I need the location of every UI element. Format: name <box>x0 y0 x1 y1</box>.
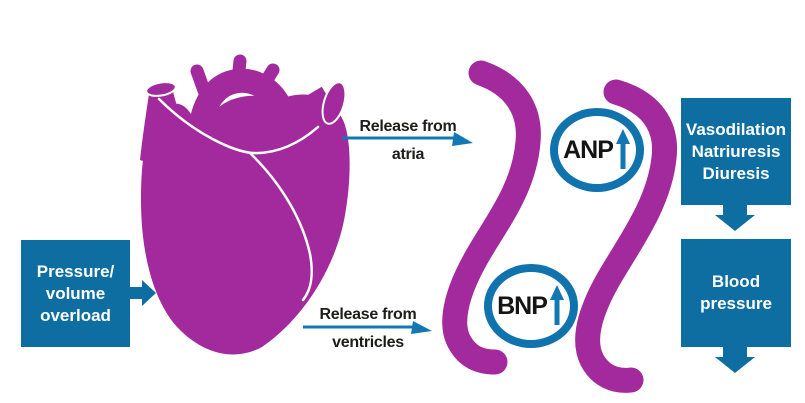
release-ventricles-label-line2: ventricles <box>332 334 404 351</box>
pressure-box-line: Pressure/ <box>36 261 115 281</box>
up-arrow-icon <box>615 129 630 169</box>
effects-box-line: Diuresis <box>702 163 770 183</box>
effects-box-line: Vasodilation <box>685 119 787 139</box>
anp-label: ANP <box>563 135 614 164</box>
blood-pressure-box: Blood pressure <box>681 239 791 347</box>
effects-box-line: Natriuresis <box>691 141 781 161</box>
release-atria-arrow-icon <box>342 132 473 146</box>
vessel-cap-right <box>321 81 347 125</box>
blood-pressure-box-line: pressure <box>700 294 772 313</box>
down-arrow-icon <box>715 346 755 373</box>
pressure-box-line: overload <box>40 305 111 325</box>
bnp-label: BNP <box>497 291 548 320</box>
release-ventricles-label-line1: Release from <box>319 306 417 323</box>
release-atria-label-line1: Release from <box>359 118 457 135</box>
anp-badge: ANP <box>550 108 644 192</box>
release-atria-label-line2: atria <box>391 146 425 163</box>
blood-vessel-left <box>442 60 541 375</box>
bnp-badge: BNP <box>484 264 578 348</box>
blood-pressure-box-line: Blood <box>711 272 761 291</box>
down-arrow-icon <box>715 204 755 231</box>
heart-illustration <box>140 54 350 355</box>
effects-box: Vasodilation Natriuresis Diuresis <box>681 98 791 205</box>
release-ventricles-arrow-icon <box>303 321 432 334</box>
blood-vessel-right <box>575 79 678 393</box>
pressure-volume-overload-box: Pressure/ volume overload <box>21 240 130 347</box>
right-arrow-icon <box>129 280 156 306</box>
up-arrow-icon <box>549 285 564 325</box>
vessel-cap-left <box>145 81 177 97</box>
pressure-box-line: volume <box>45 283 106 303</box>
